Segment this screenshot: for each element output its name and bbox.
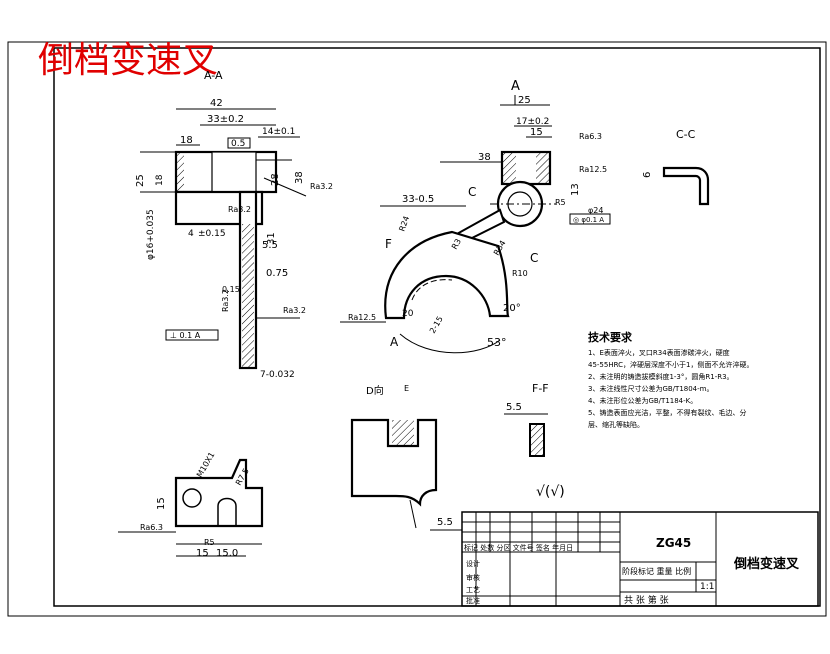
- dim-20: 20: [402, 309, 414, 319]
- dim-13: 13: [570, 183, 581, 196]
- dim-28: 28: [270, 173, 281, 186]
- tol-frame-b: ◎ φ0.1 A: [573, 216, 604, 224]
- dim-31: 31: [266, 232, 277, 245]
- dim-r5b: R5: [204, 538, 215, 547]
- view-marker-a-bottom: A: [390, 335, 399, 349]
- tb-row-header: 标记 处数 分区 文件号 签名 年月日: [464, 543, 573, 552]
- tb-material: ZG45: [656, 536, 691, 550]
- dim-0-5: 0.5: [231, 139, 245, 149]
- tech-line-7: 层、缩孔等缺陷。: [588, 420, 644, 429]
- section-f-f-view: F-F 5.5 √(√): [504, 382, 565, 500]
- ra125-b: Ra12.5: [348, 313, 376, 322]
- dim-6: 6: [642, 172, 653, 178]
- dim-r24: R24: [397, 215, 411, 233]
- tech-line-3: 2、未注明的铸造拔模斜度1-3°，圆角R1-R3。: [588, 372, 734, 381]
- dim-4: 4: [188, 229, 194, 239]
- tb-stage-headers: 阶段标记 重量 比例: [622, 566, 691, 576]
- dim-42: 42: [210, 98, 223, 109]
- dim-r10: R10: [512, 269, 528, 278]
- dim-2-15: 2-15: [428, 315, 445, 335]
- dim-33: 33±0.2: [207, 114, 244, 125]
- outer-border: [7, 41, 827, 617]
- dim-5-5c: 5.5: [506, 402, 522, 413]
- inner-border: [53, 47, 821, 607]
- dim-15: 15: [530, 127, 543, 138]
- section-a-a-label: A-A: [204, 69, 223, 82]
- dim-18: 18: [180, 135, 193, 146]
- ra63-a: Ra6.3: [579, 132, 602, 141]
- title-block: 标记 处数 分区 文件号 签名 年月日 设计 审核 工艺 批准 ZG45 阶段标…: [461, 511, 819, 607]
- note-015: 0.15: [222, 285, 240, 294]
- tech-title: 技术要求: [588, 330, 633, 344]
- technical-requirements: 技术要求 1、E表面淬火，叉口R34表面渗碳淬火，硬度 45-55HRC，淬硬层…: [588, 330, 753, 429]
- view-d-label: D向: [366, 384, 384, 397]
- general-roughness: √(√): [536, 484, 565, 500]
- tb-approve: 批准: [466, 596, 480, 605]
- section-c-c-view: C-C 6: [642, 128, 710, 206]
- ra63-b: Ra6.3: [140, 523, 163, 532]
- dim-14: 14±0.1: [262, 127, 295, 137]
- ra32-a: Ra3.2: [310, 182, 333, 191]
- tech-line-6: 5、铸造表面应光洁，平整，不得有裂纹、毛边、分: [588, 408, 746, 417]
- section-mark-c2: C: [530, 251, 538, 265]
- dim-15b: 15.0: [216, 548, 238, 559]
- dim-7: 7-0.032: [260, 370, 295, 380]
- tech-line-1: 1、E表面淬火，叉口R34表面渗碳淬火，硬度: [588, 348, 730, 357]
- dim-33b: 33-0.5: [402, 194, 434, 205]
- dim-15v: 15: [156, 497, 167, 510]
- dim-25b: 25: [518, 95, 531, 106]
- section-f-f-label: F-F: [532, 382, 549, 395]
- tb-sheets: 共 张 第 张: [624, 594, 669, 606]
- view-d-e: E: [404, 384, 409, 393]
- tb-scale: 1:1: [700, 582, 714, 592]
- section-c-c-label: C-C: [676, 128, 696, 141]
- main-fork-view: A 25 17±0.2 15 Ra6.3 Ra12.5 38 13 R5 φ24…: [340, 79, 611, 354]
- tech-line-2: 45-55HRC，淬硬层深度不小于1，侧面不允许淬硬。: [588, 360, 753, 369]
- section-mark-f: F: [385, 237, 392, 251]
- thread-label: M10X1: [195, 451, 217, 479]
- tech-line-4: 3、未注线性尺寸公差为GB/T1804-m。: [588, 384, 713, 393]
- ra125-a: Ra12.5: [579, 165, 607, 174]
- dim-5-5b: 5.5: [437, 517, 453, 528]
- dim-38b: 38: [478, 152, 491, 163]
- dim-15c: 15: [196, 548, 209, 559]
- view-marker-a-top: A: [511, 79, 520, 94]
- dim-38: 38: [294, 171, 305, 184]
- dim-015: ±0.15: [198, 229, 226, 239]
- tb-process: 工艺: [466, 586, 480, 594]
- tb-part-name: 倒档变速叉: [733, 556, 800, 572]
- dim-r5: R5: [555, 198, 566, 207]
- tb-check: 审核: [466, 573, 480, 582]
- dim-r34: R34: [492, 239, 508, 257]
- dim-17: 17±0.2: [516, 117, 549, 127]
- section-mark-c1: C: [468, 185, 476, 199]
- dim-5-5a: 5.5: [262, 240, 278, 251]
- tech-line-5: 4、未注形位公差为GB/T1184-K。: [588, 396, 697, 405]
- detail-view-bottom-left: M10X1 R7.5 15 Ra6.3 R5 15.0 15: [118, 451, 264, 559]
- red-title: 倒档变速叉: [38, 40, 218, 81]
- dim-18v: 18: [155, 174, 165, 186]
- angle-20: 20°: [503, 303, 521, 314]
- ra32-d: Ra3.2: [221, 289, 230, 312]
- dim-0-75: 0.75: [266, 268, 288, 279]
- dim-dia16: φ16+0.035: [146, 209, 156, 260]
- view-d: D向 E 5.5: [350, 384, 462, 531]
- ra32-c: Ra3.2: [283, 306, 306, 315]
- tb-design: 设计: [466, 559, 480, 568]
- section-a-a-view: A-A 42 33±0.2 14±0.1 18 0.5 25 18 φ16+0.…: [135, 69, 333, 380]
- ra32-b: Ra3.2: [228, 205, 251, 214]
- dim-25: 25: [135, 174, 146, 187]
- tol-frame-a: ⊥ 0.1 A: [170, 331, 201, 340]
- dim-dia24: φ24: [588, 206, 603, 215]
